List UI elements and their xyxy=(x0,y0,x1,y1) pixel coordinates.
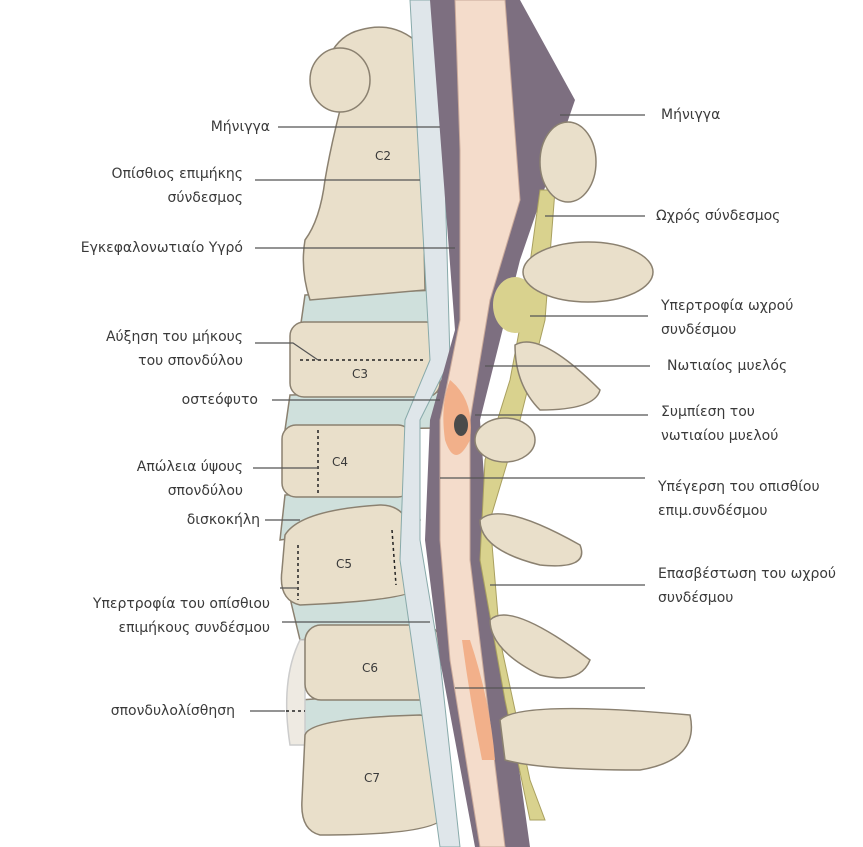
vertebra-label: C5 xyxy=(336,557,352,571)
leader-line xyxy=(255,342,319,361)
vertebra-label: C6 xyxy=(362,661,378,675)
vertebra-label: C7 xyxy=(364,771,380,785)
label-meninges-right: Μήνιγγα xyxy=(661,107,721,123)
label-meninges-left: Μήνιγγα xyxy=(210,119,270,135)
vertebra-c5 xyxy=(280,504,421,606)
spinous-process xyxy=(489,614,591,679)
dens xyxy=(309,47,371,113)
label-osteophyte: οστεόφυτο xyxy=(181,392,258,408)
vertebra-label: C3 xyxy=(352,367,368,381)
vertebra-label: C4 xyxy=(332,455,348,469)
label-spinal-cord: Νωτιαίος μυελός xyxy=(667,358,788,374)
label-disc-herniation: δισκοκήλη xyxy=(186,512,260,528)
ligament-hypertrophy xyxy=(493,277,537,333)
label-spondylolisthesis: σπονδυλολίσθηση xyxy=(110,703,235,719)
compressed-cord-spot xyxy=(454,414,468,436)
label-csf: Εγκεφαλονωτιαίο Υγρό xyxy=(80,240,243,256)
spinal-cord xyxy=(439,0,521,847)
cord-lesion-lower xyxy=(462,640,495,760)
spinous-process xyxy=(514,341,601,411)
posterior-arch xyxy=(539,121,597,203)
spinous-process xyxy=(474,417,536,463)
spinous-process xyxy=(479,513,583,567)
spondylolisthesis-shadow xyxy=(285,639,306,746)
label-ligamentum-flavum: Ωχρός σύνδεσμος xyxy=(656,208,781,224)
vertebra-label: C2 xyxy=(375,149,391,163)
spinous-process xyxy=(499,707,693,771)
spinous-process xyxy=(522,241,654,303)
